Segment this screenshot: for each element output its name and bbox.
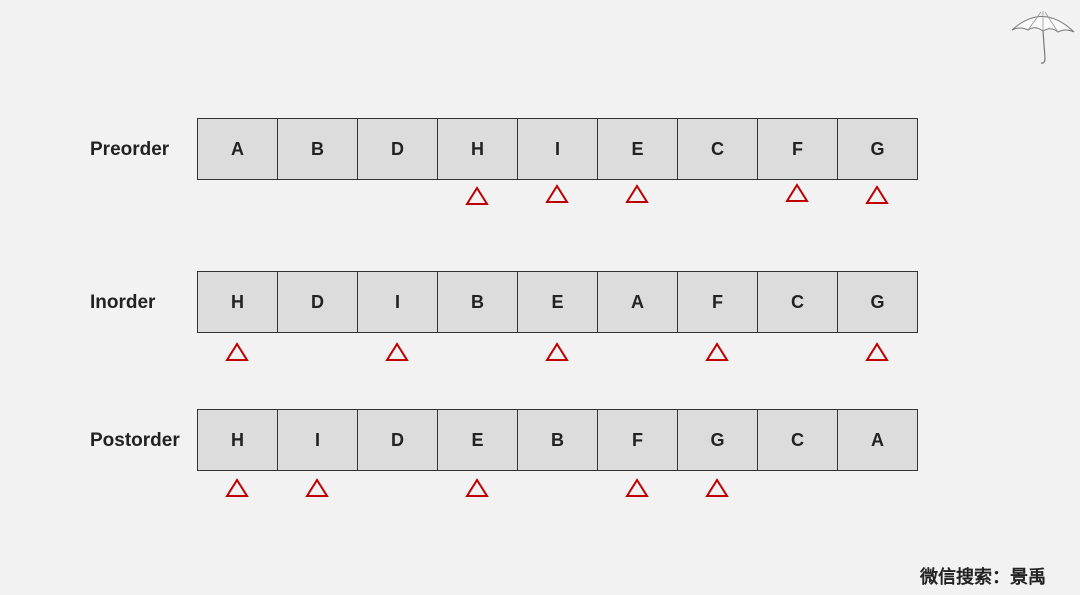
triangle-marker-icon bbox=[625, 478, 649, 497]
sequence-cell: G bbox=[838, 272, 918, 332]
triangle-marker-icon bbox=[465, 478, 489, 497]
sequence-cell: F bbox=[678, 272, 758, 332]
sequence-cell: G bbox=[678, 410, 758, 470]
sequence-cell: A bbox=[198, 119, 278, 179]
sequence-cell: F bbox=[598, 410, 678, 470]
triangle-marker-icon bbox=[305, 478, 329, 497]
sequence-cell: F bbox=[758, 119, 838, 179]
sequence-cell: E bbox=[518, 272, 598, 332]
sequence-cell: A bbox=[598, 272, 678, 332]
triangle-marker-icon bbox=[225, 342, 249, 361]
sequence-cell: C bbox=[678, 119, 758, 179]
triangle-marker-icon bbox=[385, 342, 409, 361]
sequence-cell: B bbox=[518, 410, 598, 470]
sequence-cell: I bbox=[358, 272, 438, 332]
sequence-cell: D bbox=[358, 119, 438, 179]
sequence-cell: C bbox=[758, 272, 838, 332]
sequence-cell: I bbox=[518, 119, 598, 179]
sequence-cell: C bbox=[758, 410, 838, 470]
triangle-marker-icon bbox=[865, 185, 889, 204]
triangle-marker-icon bbox=[545, 184, 569, 203]
sequence-cell: H bbox=[198, 410, 278, 470]
sequence-cell: B bbox=[278, 119, 358, 179]
row-label-postorder: Postorder bbox=[90, 430, 180, 451]
triangle-marker-icon bbox=[465, 186, 489, 205]
row-label-inorder: Inorder bbox=[90, 292, 156, 313]
triangle-marker-icon bbox=[625, 184, 649, 203]
triangle-marker-icon bbox=[865, 342, 889, 361]
sequence-cell: E bbox=[598, 119, 678, 179]
row-label-preorder: Preorder bbox=[90, 139, 170, 160]
sequence-cell: E bbox=[438, 410, 518, 470]
watermark-text: 微信搜索：景禹 bbox=[920, 567, 1046, 587]
sequence-cell: H bbox=[438, 119, 518, 179]
sequence-cell: H bbox=[198, 272, 278, 332]
sequence-cell: I bbox=[278, 410, 358, 470]
triangle-marker-icon bbox=[785, 183, 809, 202]
sequence-cell: A bbox=[838, 410, 918, 470]
triangle-marker-icon bbox=[545, 342, 569, 361]
triangle-marker-icon bbox=[705, 478, 729, 497]
sequence-cell: G bbox=[838, 119, 918, 179]
sequence-cell: D bbox=[278, 272, 358, 332]
sequence-cell: D bbox=[358, 410, 438, 470]
triangle-marker-icon bbox=[705, 342, 729, 361]
umbrella-icon bbox=[1011, 11, 1075, 64]
triangle-marker-icon bbox=[225, 478, 249, 497]
sequence-cell: B bbox=[438, 272, 518, 332]
